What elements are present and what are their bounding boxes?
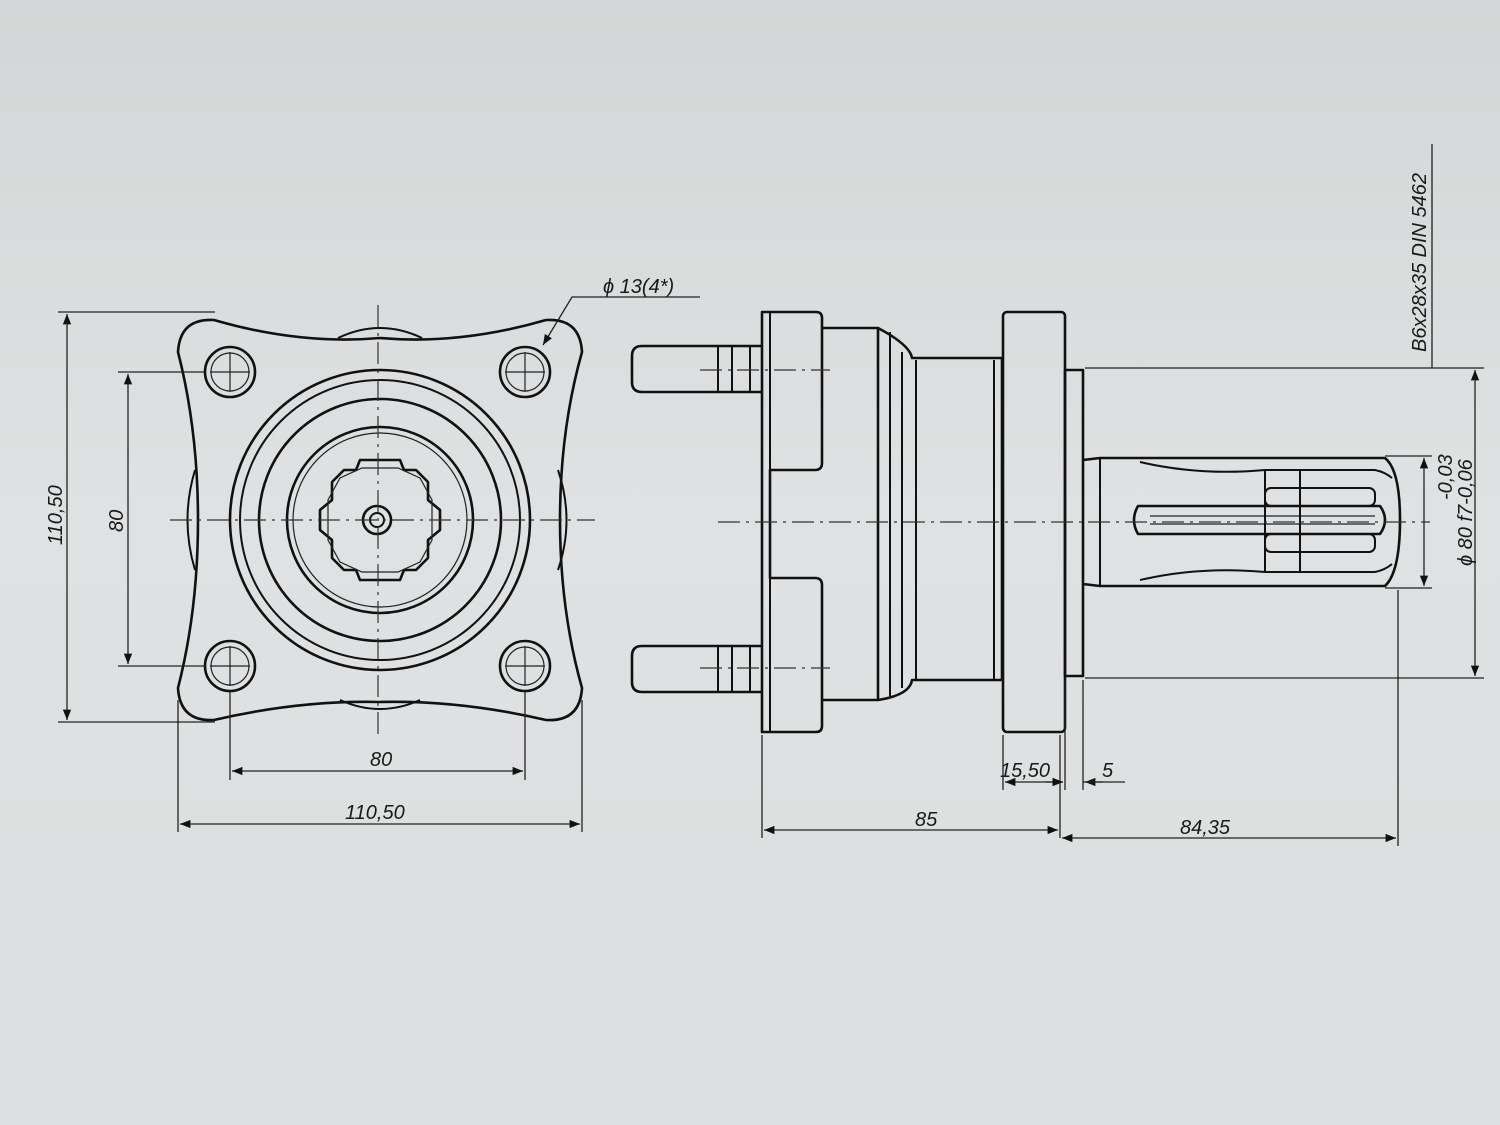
dim-shaft-diameter-tolerance: ϕ 80 f7-0,06: [1455, 458, 1477, 566]
dim-body-length: 85: [915, 809, 938, 831]
dim-flange-thickness: 15,50: [1000, 760, 1050, 782]
stud-bottom: [630, 644, 762, 694]
dim-shaft-tolerance-upper: -0,03: [1435, 454, 1457, 500]
dim-front-height-bolt-pitch: 80: [106, 510, 128, 532]
dim-front-width-overall: 110,50: [345, 802, 405, 824]
splined-shaft: [1082, 456, 1402, 588]
top-ear: [337, 327, 423, 339]
dim-front-height-overall: 110,50: [45, 485, 67, 545]
pilot-spigot: [1063, 368, 1085, 678]
flange-outline: [176, 318, 584, 722]
spline-bore: [318, 458, 442, 582]
thread-spec-label: B6x28x35 DIN 5462: [1409, 173, 1431, 352]
dim-pilot-length: 5: [1102, 760, 1114, 782]
front-view: 110,50 80 80 110,50 ϕ 13(4*): [45, 276, 700, 832]
spline-bore-inner: [327, 467, 433, 573]
pilot-outer-circle: [228, 368, 532, 672]
dim-shaft-length: 84,35: [1180, 817, 1231, 839]
side-view: 85 15,50 5 84,35 -0,03 ϕ 80 f7-0,06 B6x2…: [630, 144, 1484, 846]
housing-body: [822, 326, 880, 702]
stud-top: [630, 344, 762, 394]
hole-callout: ϕ 13(4*): [603, 276, 674, 298]
dim-front-width-bolt-pitch: 80: [370, 749, 392, 771]
